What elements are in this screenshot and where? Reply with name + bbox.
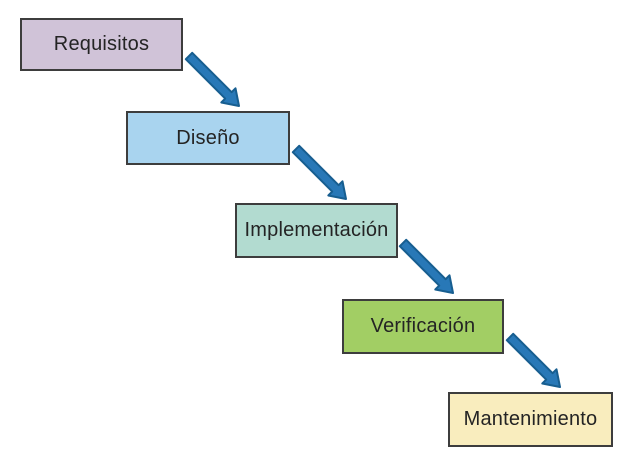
arrow-diseno-to-implementacion-icon [291,144,347,200]
stage-implementacion-label: Implementación [244,219,389,241]
stage-verificacion: Verificación [342,299,504,354]
stage-mantenimiento-label: Mantenimiento [463,408,598,430]
stage-diseno: Diseño [126,111,290,165]
stage-mantenimiento: Mantenimiento [448,392,613,447]
stage-requisitos-label: Requisitos [53,33,150,55]
arrow-implementacion-to-verificacion-icon [398,238,454,294]
stage-diseno-label: Diseño [176,126,240,149]
stage-requisitos: Requisitos [20,18,183,71]
arrow-verificacion-to-mantenimiento-icon [505,332,561,388]
arrow-requisitos-to-diseno-icon [184,51,240,107]
stage-implementacion: Implementación [235,203,398,258]
stage-verificacion-label: Verificación [370,315,476,337]
